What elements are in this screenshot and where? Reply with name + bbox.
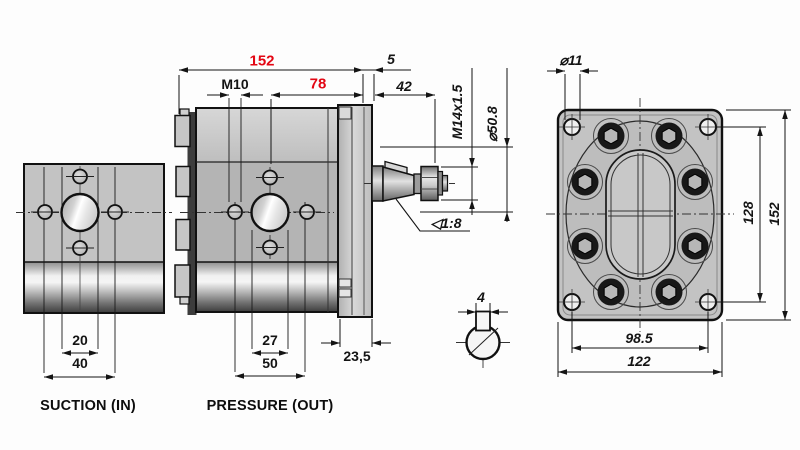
shaft-key-detail (456, 303, 510, 368)
suction-view-body (16, 163, 172, 373)
pressure-view-title: PRESSURE (OUT) (206, 398, 334, 414)
dim-shaft-thread: M14x1.5 (449, 84, 465, 140)
dim-thread-m10: M10 (221, 76, 249, 92)
dim-hole-spacing-vertical: 128 (740, 201, 756, 225)
rear-view-body (546, 98, 734, 332)
rear-view-dimensions (547, 70, 791, 377)
dim-spigot: 5 (387, 51, 395, 67)
dim-cover-thickness: 23,5 (343, 348, 371, 364)
suction-view-title: SUCTION (IN) (40, 398, 136, 414)
dim-key-width: 4 (477, 289, 485, 305)
dim-mount-hole-diameter: ⌀11 (559, 52, 583, 68)
dim-shaft-taper: ◁1:8 (430, 215, 462, 231)
pressure-view-body (174, 98, 455, 372)
dim-pressure-hole-spacing: 50 (262, 355, 278, 371)
dim-hole-spacing-horizontal: 98.5 (625, 330, 653, 346)
dim-flange-width: 122 (627, 353, 651, 369)
dim-spigot-diameter: ⌀50.8 (484, 106, 500, 142)
dim-suction-port-bore: 20 (72, 332, 88, 348)
dim-flange-height: 152 (766, 202, 782, 226)
dim-shaft-length: 42 (396, 78, 412, 94)
dim-body-length: 78 (309, 75, 327, 93)
suction-view-dimensions (44, 350, 115, 380)
dim-pressure-port-bore: 27 (262, 332, 278, 348)
dim-suction-hole-spacing: 40 (72, 355, 88, 371)
dim-overall-length: 152 (249, 52, 275, 70)
